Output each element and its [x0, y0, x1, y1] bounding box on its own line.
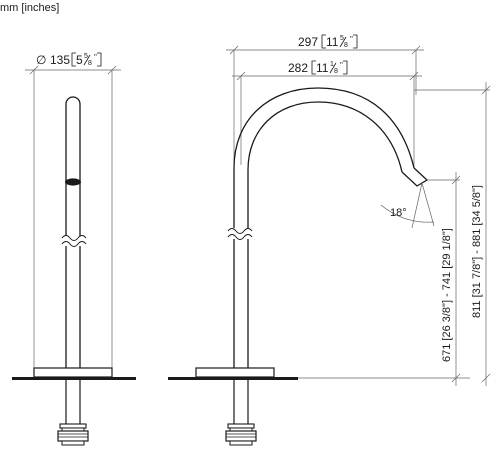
front-pipe-lower [65, 246, 81, 368]
frac-slash [83, 54, 91, 66]
front-connector [57, 423, 89, 446]
side-view: 297 11 5 8 " 282 11 1 8 " [168, 34, 491, 446]
side-shank [233, 380, 249, 424]
reach-outer-frac-den: 8 [344, 42, 348, 49]
reach-dimension-inner: 282 11 1 8 " [232, 60, 422, 168]
break-mark-top [61, 235, 87, 241]
units-note: mm [inches] [0, 2, 59, 14]
bracket-close [97, 52, 102, 67]
diameter-value: 135 [50, 53, 70, 67]
tick [481, 85, 491, 95]
bracket-open [71, 52, 76, 67]
spout-outer-curve [233, 87, 415, 228]
tick [481, 373, 491, 383]
side-countertop [168, 377, 298, 380]
angle-label: 18° [390, 207, 407, 219]
front-view: ∅ 135 5 5 8 " [12, 52, 136, 446]
reach-dimension-outer: 297 11 5 8 " [226, 34, 424, 165]
front-shank [65, 380, 81, 424]
break-mark-bottom [61, 241, 87, 247]
height-dimension-right: 811 [31 7/8"] - 881 [34 5/8"] [414, 82, 491, 386]
diameter-inch-mark: " [94, 53, 97, 62]
tick [451, 175, 461, 185]
side-rosette [195, 367, 275, 378]
tick-left [29, 65, 39, 75]
tick [229, 45, 239, 55]
break-mark-top [227, 228, 253, 234]
reach-inner-frac-den: 8 [334, 68, 338, 75]
side-pipe-lower [233, 239, 249, 368]
angle-ref-line [421, 182, 435, 227]
front-rosette [33, 367, 113, 378]
angle-dimension: 18° [380, 182, 435, 229]
spout-nozzle [401, 167, 429, 187]
height-range-left-label: 671 [26 3/8"] - 741 [29 1/8"] [441, 228, 453, 362]
reach-inner-inch-mark: " [340, 61, 343, 70]
diameter-dimension: ∅ 135 5 5 8 " [25, 52, 121, 372]
height-dimension-left: 671 [26 3/8"] - 741 [29 1/8"] [298, 172, 470, 386]
tick-right [107, 65, 117, 75]
reach-inner-value: 282 [288, 61, 308, 75]
height-range-right-label: 811 [31 7/8"] - 881 [34 5/8"] [471, 185, 483, 318]
reach-outer-frac-num: 5 [340, 35, 344, 42]
reach-outer-inch-mark: " [350, 35, 353, 44]
diameter-frac-den: 8 [88, 60, 92, 67]
tick [236, 71, 246, 81]
tick [409, 71, 419, 81]
reach-outer-value: 297 [298, 35, 318, 49]
break-mark-bottom [227, 234, 253, 240]
diameter-symbol: ∅ [36, 53, 46, 67]
diameter-inch-whole: 5 [76, 53, 83, 67]
aerator-outlet [65, 178, 81, 186]
spout-inner-curve [247, 101, 403, 228]
side-connector [225, 423, 257, 446]
reach-inner-frac-num: 1 [330, 61, 334, 68]
front-countertop [12, 377, 136, 380]
reach-outer-inch: 11 [326, 35, 339, 49]
reach-inner-inch: 11 [316, 61, 329, 75]
front-pipe-upper [65, 96, 81, 236]
diameter-frac-num: 5 [84, 53, 88, 60]
tick [451, 373, 461, 383]
tick [411, 45, 421, 55]
angle-arc [380, 204, 435, 223]
